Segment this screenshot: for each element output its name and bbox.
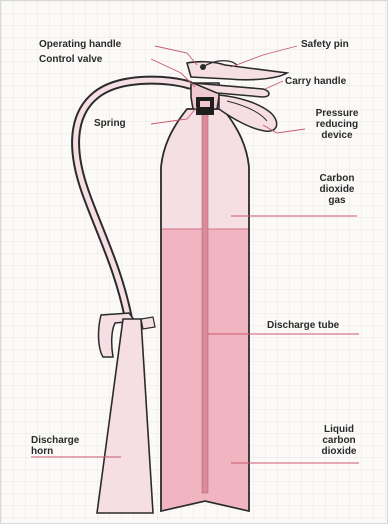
label-safety-pin: Safety pin (301, 39, 349, 50)
horn-grip-clip (141, 317, 155, 329)
label-liquid-co2-line2: carbon (313, 435, 365, 446)
label-co2-gas: Carbon dioxide gas (307, 173, 367, 206)
leader-safety-pin (231, 46, 297, 67)
label-liquid-co2: Liquid carbon dioxide (313, 424, 365, 457)
label-pressure-device-line1: Pressure (301, 108, 373, 119)
label-control-valve: Control valve (39, 54, 102, 65)
label-pressure-device-line3: device (301, 130, 373, 141)
label-discharge-tube: Discharge tube (267, 320, 339, 331)
label-pressure-device-line2: reducing (301, 119, 373, 130)
label-discharge-horn: Discharge horn (31, 435, 79, 457)
discharge-tube-shape (202, 113, 208, 493)
label-co2-gas-line2: dioxide (307, 184, 367, 195)
label-operating-handle: Operating handle (39, 39, 121, 50)
label-discharge-horn-line2: horn (31, 446, 79, 457)
label-carry-handle: Carry handle (285, 76, 346, 87)
label-pressure-device: Pressure reducing device (301, 108, 373, 141)
label-liquid-co2-line1: Liquid (313, 424, 365, 435)
label-co2-gas-line3: gas (307, 195, 367, 206)
label-spring: Spring (94, 118, 126, 129)
spring-coil (200, 101, 210, 107)
label-discharge-horn-line1: Discharge (31, 435, 79, 446)
label-liquid-co2-line3: dioxide (313, 446, 365, 457)
label-co2-gas-line1: Carbon (307, 173, 367, 184)
leader-carry-handle (265, 81, 283, 89)
